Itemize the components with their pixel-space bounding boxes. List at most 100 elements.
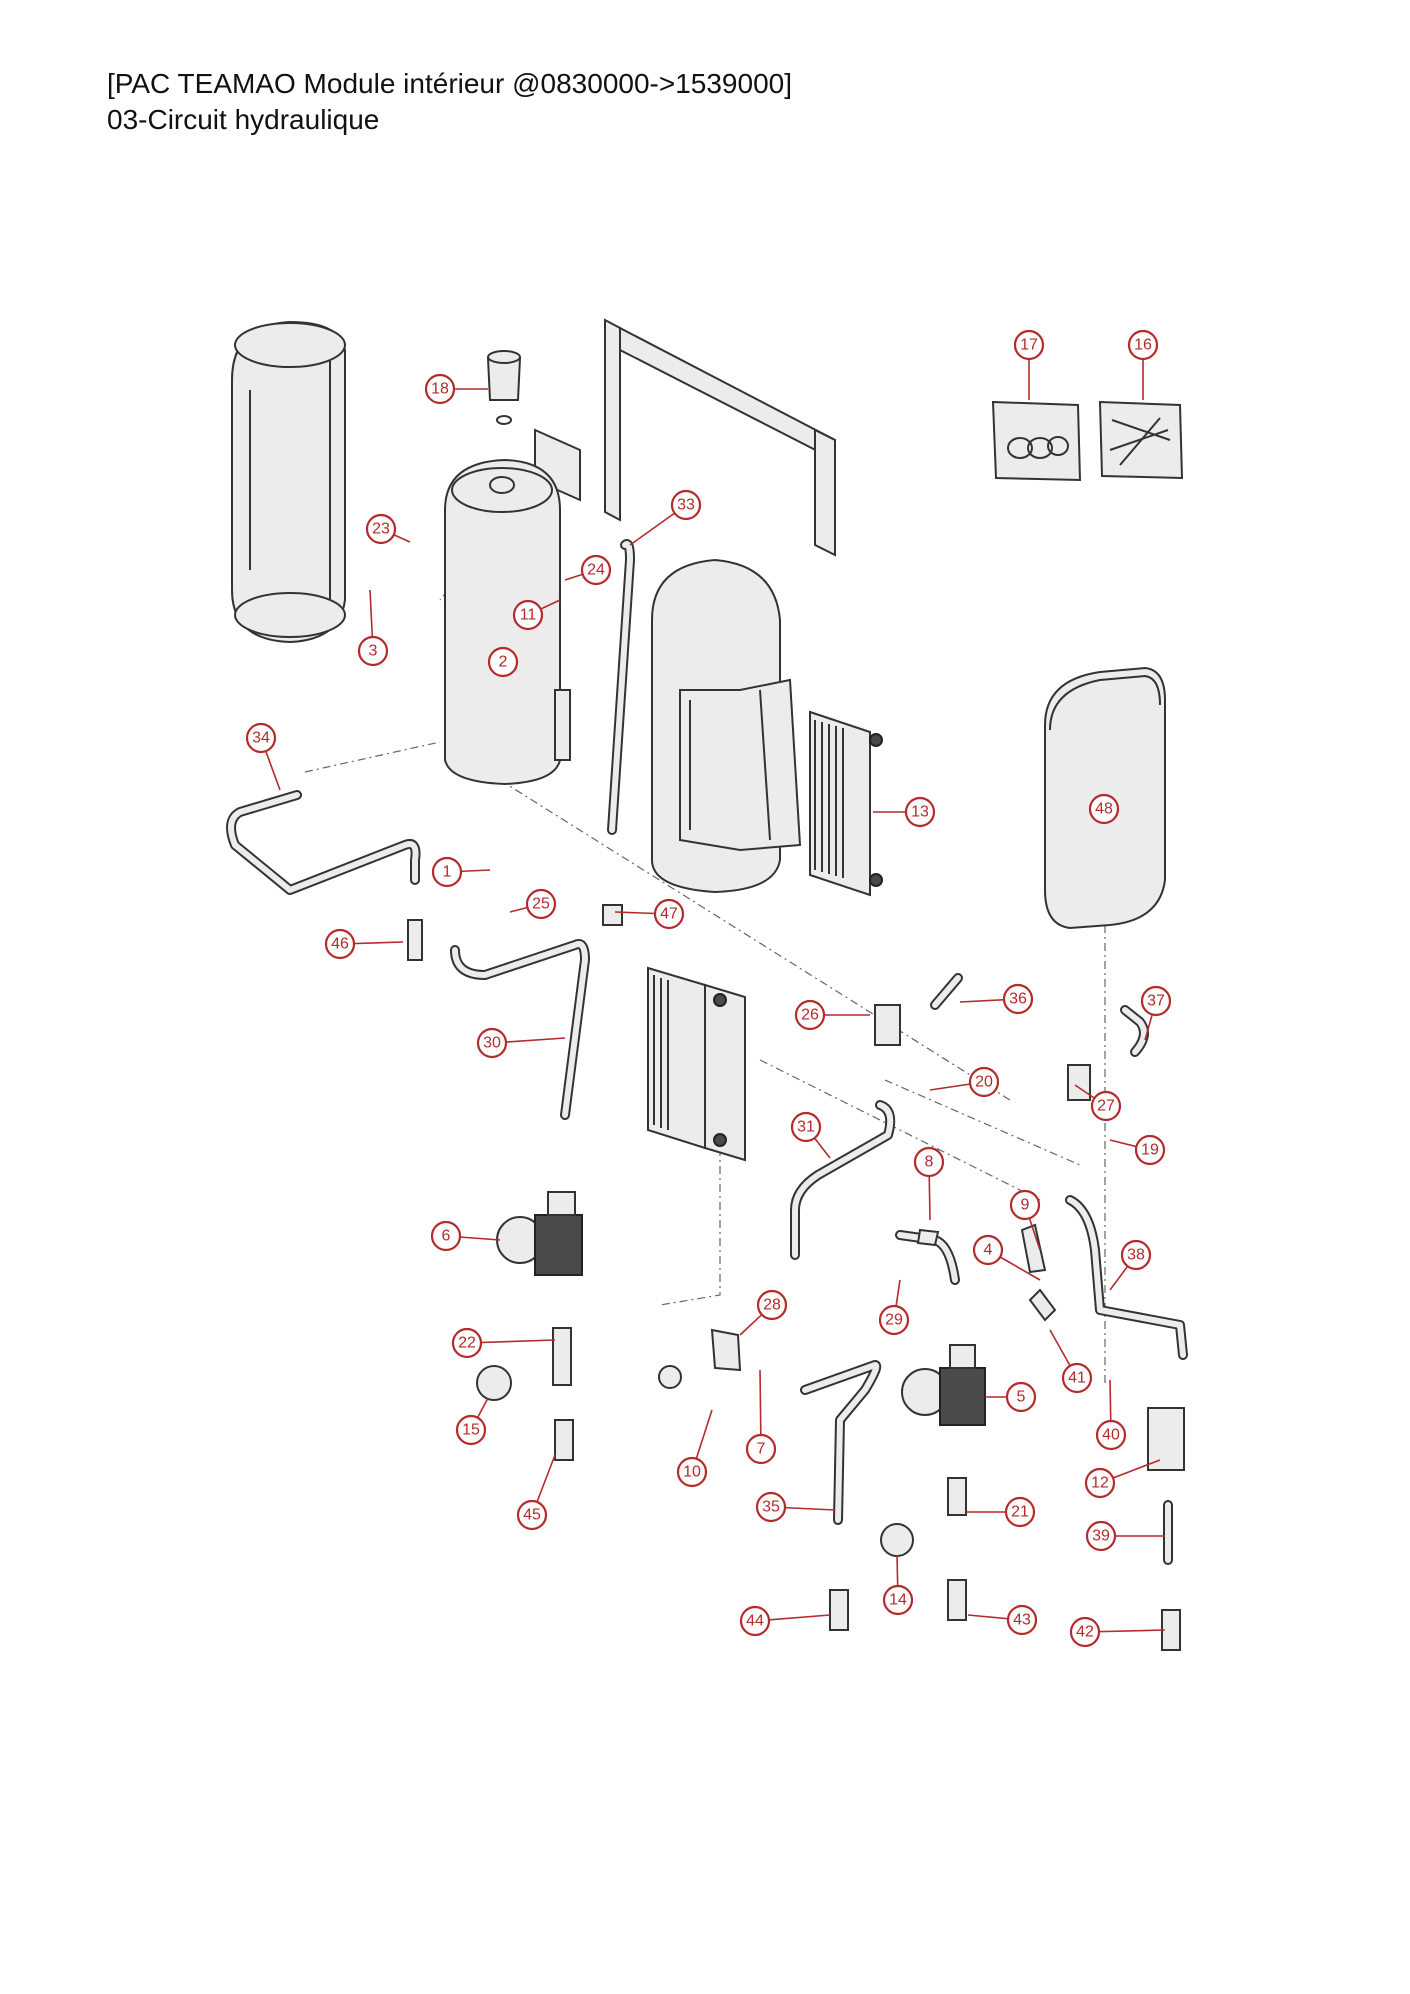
callout-circle	[1009, 1189, 1041, 1221]
callout-circle	[1013, 329, 1045, 361]
callout-number: 27	[1097, 1098, 1115, 1115]
insulation-shell-left	[231, 320, 346, 644]
callout-4: 4	[972, 1234, 1041, 1281]
callout-number: 24	[587, 562, 605, 579]
callout-number: 10	[683, 1464, 701, 1481]
callout-45: 45	[516, 1454, 556, 1531]
callout-circle	[455, 1414, 487, 1446]
callout-36: 36	[959, 983, 1034, 1015]
callout-circle	[739, 1605, 771, 1637]
callout-2: 2	[487, 646, 519, 678]
callout-number: 25	[532, 896, 550, 913]
callout-5: 5	[985, 1381, 1037, 1413]
callout-number: 31	[797, 1119, 815, 1136]
callout-circle	[476, 1027, 508, 1059]
callout-31: 31	[790, 1111, 831, 1159]
callout-number: 23	[372, 521, 390, 538]
callout-circle	[1095, 1419, 1127, 1451]
callout-number: 9	[1021, 1197, 1030, 1214]
callout-circle	[1140, 985, 1172, 1017]
callout-circle	[430, 1220, 462, 1252]
callout-23: 23	[365, 513, 411, 545]
callout-circle	[516, 1499, 548, 1531]
callout-number: 18	[431, 381, 449, 398]
callout-number: 34	[252, 730, 270, 747]
callout-number: 47	[660, 906, 678, 923]
callout-number: 14	[889, 1592, 907, 1609]
callout-38: 38	[1109, 1239, 1152, 1291]
callout-3: 3	[357, 589, 389, 667]
callout-6: 6	[430, 1220, 501, 1252]
callout-number: 26	[801, 1007, 819, 1024]
callout-number: 45	[523, 1507, 541, 1524]
callout-22: 22	[451, 1327, 556, 1359]
callout-14: 14	[882, 1554, 914, 1616]
callout-number: 44	[746, 1613, 764, 1630]
callout-number: 30	[483, 1035, 501, 1052]
callout-circle	[1090, 1090, 1122, 1122]
callout-46: 46	[324, 928, 404, 960]
callout-number: 28	[763, 1297, 781, 1314]
callout-number: 19	[1141, 1142, 1159, 1159]
callout-circle	[745, 1433, 777, 1465]
callout-number: 20	[975, 1074, 993, 1091]
callout-number: 48	[1095, 801, 1113, 818]
callout-11: 11	[512, 599, 561, 631]
callout-33: 33	[629, 489, 702, 546]
callout-48: 48	[1088, 793, 1120, 825]
callout-number: 11	[520, 607, 537, 624]
callout-number: 5	[1017, 1389, 1026, 1406]
callout-40: 40	[1095, 1379, 1127, 1451]
callout-10: 10	[676, 1409, 713, 1488]
callout-circle	[755, 1491, 787, 1523]
callout-41: 41	[1049, 1329, 1093, 1394]
callout-circle	[245, 722, 277, 754]
callout-circle	[1084, 1467, 1116, 1499]
callout-47: 47	[614, 898, 685, 930]
callout-circle	[756, 1289, 788, 1321]
callout-circle	[324, 928, 356, 960]
callout-number: 29	[885, 1312, 903, 1329]
page-subtitle: 03-Circuit hydraulique	[107, 104, 380, 135]
callout-number: 17	[1020, 337, 1038, 354]
callout-1: 1	[431, 856, 491, 888]
callout-number: 35	[762, 1499, 780, 1516]
callout-28: 28	[739, 1289, 788, 1336]
callout-circle	[1088, 793, 1120, 825]
callout-circle	[512, 599, 544, 631]
callouts: 1234567891011121314151617181920212223242…	[245, 329, 1172, 1648]
callout-circle	[878, 1304, 910, 1336]
callout-27: 27	[1074, 1084, 1122, 1122]
callout-30: 30	[476, 1027, 566, 1059]
callout-19: 19	[1109, 1134, 1166, 1166]
callout-circle	[1134, 1134, 1166, 1166]
callout-20: 20	[929, 1066, 1000, 1098]
callout-circle	[424, 373, 456, 405]
callout-29: 29	[878, 1279, 910, 1336]
callout-number: 46	[331, 936, 349, 953]
circulator-pump-6	[496, 1191, 583, 1276]
callout-circle	[580, 554, 612, 586]
callout-44: 44	[739, 1605, 831, 1637]
callout-35: 35	[755, 1491, 836, 1523]
callout-number: 15	[462, 1422, 480, 1439]
callout-circle	[1061, 1362, 1093, 1394]
callout-number: 4	[984, 1242, 993, 1259]
callout-number: 13	[911, 804, 929, 821]
callout-12: 12	[1084, 1459, 1161, 1499]
callout-number: 2	[499, 654, 508, 671]
callout-17: 17	[1013, 329, 1045, 400]
callout-number: 6	[442, 1228, 451, 1245]
callout-circle	[1006, 1604, 1038, 1636]
insulation-shell-right	[651, 558, 802, 894]
callout-39: 39	[1085, 1520, 1165, 1552]
callout-circle	[431, 856, 463, 888]
callout-26: 26	[794, 999, 870, 1031]
callout-circle	[653, 898, 685, 930]
callout-circle	[487, 646, 519, 678]
callout-number: 37	[1147, 993, 1165, 1010]
callout-circle	[525, 888, 557, 920]
callout-number: 16	[1134, 337, 1152, 354]
callout-circle	[1085, 1520, 1117, 1552]
